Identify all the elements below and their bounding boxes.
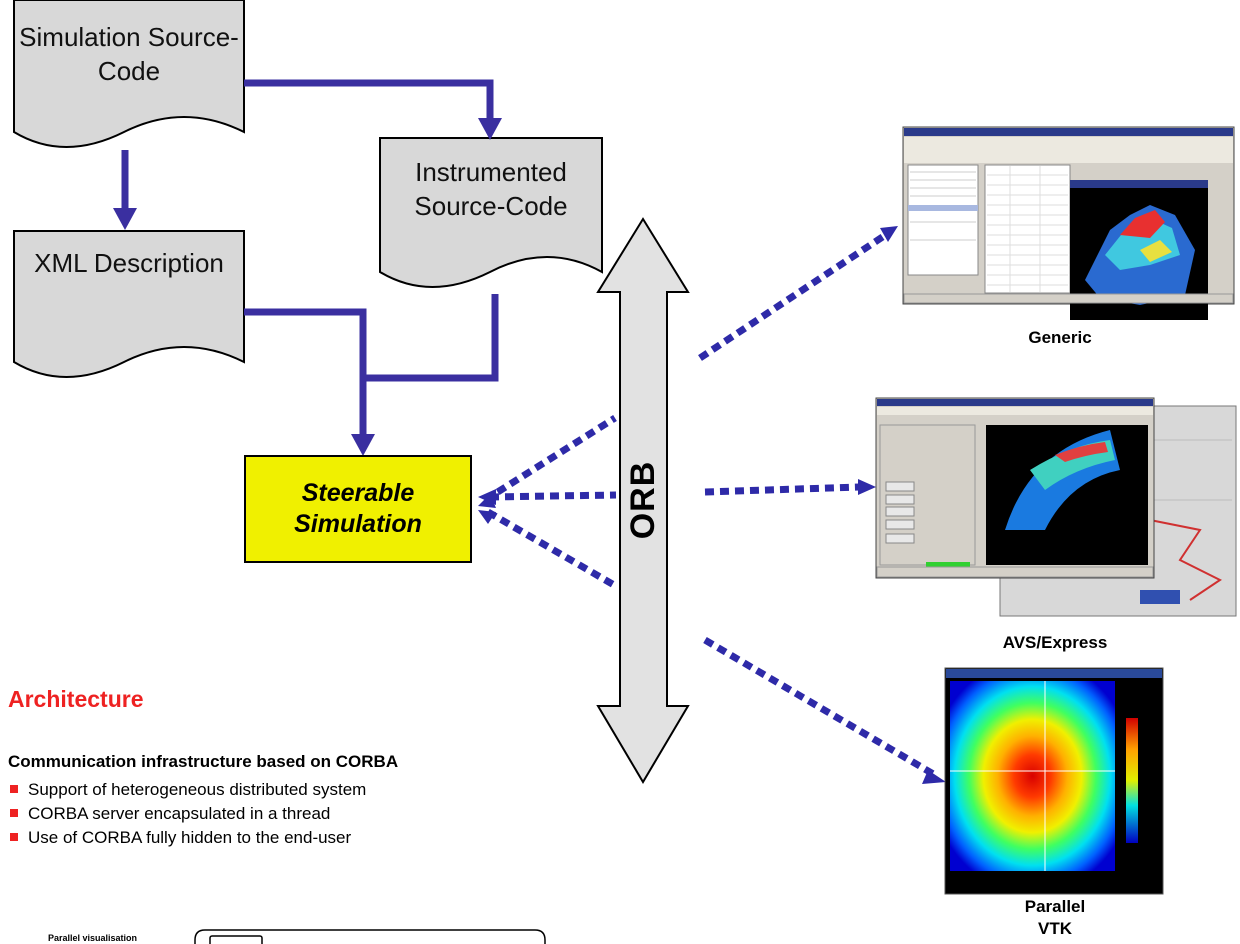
orb-label: ORB xyxy=(624,460,662,540)
dotted-arrowheads xyxy=(478,226,946,784)
parallel-visualisation-label: Parallel visualisation xyxy=(48,933,138,943)
bottom-partial-box xyxy=(194,929,546,944)
architecture-title: Architecture xyxy=(8,686,144,712)
vtk-caption-line1: Parallel xyxy=(1024,897,1086,916)
architecture-subheading: Communication infrastructure based on CO… xyxy=(8,752,399,771)
avs-caption: AVS/Express xyxy=(1002,633,1108,652)
bullet-item: Use of CORBA fully hidden to the end-use… xyxy=(8,826,366,850)
avs-client-screenshot xyxy=(875,397,1237,617)
xml-description-doc xyxy=(13,230,245,378)
bullet-item: CORBA server encapsulated in a thread xyxy=(8,802,366,826)
orb-double-arrow xyxy=(596,217,690,784)
xml-description-label: XML Description xyxy=(34,248,224,278)
steerable-line1: Steerable xyxy=(301,479,415,507)
simulation-source-label: Simulation Source-Code xyxy=(19,22,239,86)
generic-client-screenshot xyxy=(902,126,1235,320)
steerable-simulation-box: Steerable Simulation xyxy=(244,455,472,563)
architecture-bullets: Support of heterogeneous distributed sys… xyxy=(8,778,366,850)
simulation-source-doc xyxy=(13,0,245,148)
vtk-caption-line2: VTK xyxy=(1038,919,1072,938)
flow-arrows xyxy=(121,79,499,436)
bullet-item: Support of heterogeneous distributed sys… xyxy=(8,778,366,802)
vtk-client-screenshot xyxy=(944,667,1164,895)
steerable-line2: Simulation xyxy=(294,510,422,538)
generic-caption: Generic xyxy=(1028,328,1092,347)
flow-arrowheads xyxy=(113,118,502,456)
instrumented-source-label: Instrumented Source-Code xyxy=(414,157,568,221)
dotted-connections xyxy=(483,229,937,779)
instrumented-source-doc xyxy=(379,137,603,288)
